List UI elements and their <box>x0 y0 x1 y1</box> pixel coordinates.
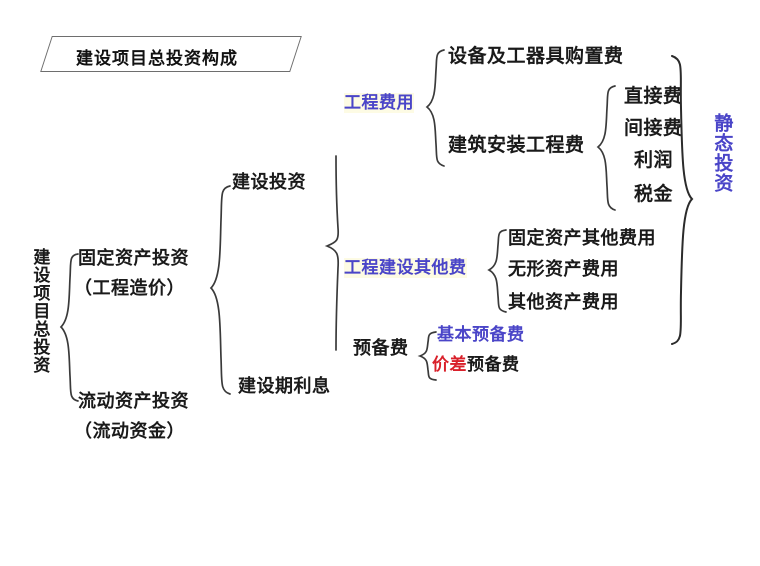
brace-root <box>58 252 80 404</box>
node-other-construction-fees: 工程建设其他费 <box>344 258 467 279</box>
node-tax: 税金 <box>634 183 674 205</box>
node-basic-reserve-fee: 基本预备费 <box>437 325 525 345</box>
node-fixed-asset-investment-sub: （工程造价） <box>74 278 185 299</box>
node-intangible-asset-fee: 无形资产费用 <box>508 259 619 280</box>
brace-static-investment <box>664 54 694 346</box>
node-other-asset-fee: 其他资产费用 <box>508 292 619 313</box>
brace-fixed-asset <box>208 184 232 396</box>
node-current-asset-investment-sub: （流动资金） <box>74 421 185 442</box>
node-fixed-asset-other-fee: 固定资产其他费用 <box>508 228 656 249</box>
price-difference-suffix: 预备费 <box>467 355 520 375</box>
node-profit: 利润 <box>634 149 674 171</box>
brace-engineering-cost <box>424 48 446 168</box>
node-construction-investment: 建设投资 <box>232 172 306 193</box>
node-indirect-cost: 间接费 <box>624 117 683 139</box>
node-root: 建设项目总投资 <box>29 248 50 374</box>
node-building-installation-fee: 建筑安装工程费 <box>448 134 585 156</box>
node-reserve-fees: 预备费 <box>353 338 409 359</box>
node-fixed-asset-investment: 固定资产投资 <box>78 248 189 269</box>
node-equipment-purchase-fee: 设备及工器具购置费 <box>448 45 624 67</box>
price-difference-prefix: 价差 <box>432 355 467 375</box>
node-static-investment: 静态投资 <box>711 113 734 193</box>
node-engineering-cost: 工程费用 <box>344 93 414 114</box>
node-price-difference-reserve-fee: 价差预备费 <box>432 355 520 375</box>
node-construction-period-interest: 建设期利息 <box>238 376 331 397</box>
page-title: 建设项目总投资构成 <box>76 49 238 69</box>
node-direct-cost: 直接费 <box>624 85 683 107</box>
brace-other-construction-fees <box>486 228 508 314</box>
brace-construction-investment <box>324 155 348 352</box>
node-current-asset-investment: 流动资产投资 <box>78 391 189 412</box>
brace-building-installation <box>595 84 617 212</box>
brace-reserve-fees <box>417 330 438 382</box>
